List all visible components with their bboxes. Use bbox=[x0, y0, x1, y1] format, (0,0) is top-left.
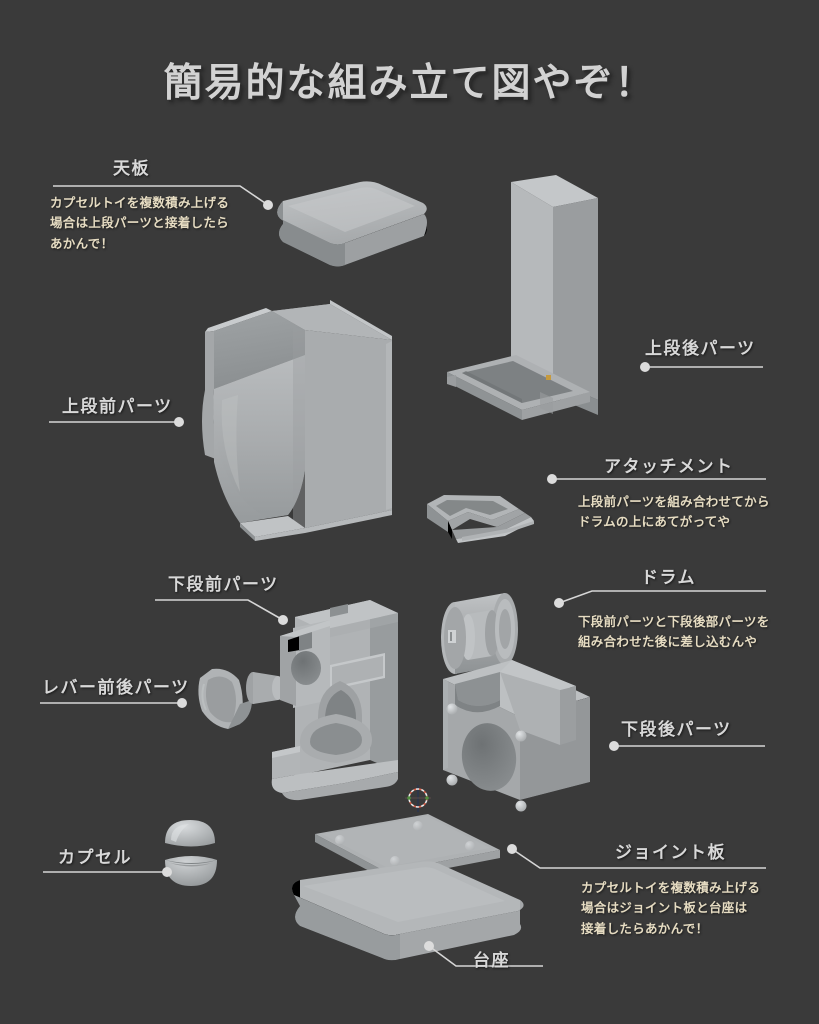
label-joudan-ushiro: 上段後パーツ bbox=[645, 339, 756, 359]
label-attachment: アタッチメント bbox=[604, 457, 734, 477]
model-upper-front-part bbox=[202, 300, 392, 541]
model-attachment-part bbox=[427, 495, 534, 543]
label-kadan-ushiro: 下段後パーツ bbox=[621, 720, 732, 740]
model-drum-part bbox=[441, 593, 518, 674]
note-drum: 下段前パーツと下段後部パーツを 組み合わせた後に差し込むんや bbox=[578, 614, 770, 650]
note-tenban: カプセルトイを複数積み上げる 場合は上段パーツと接着したら あかんで！ bbox=[50, 195, 230, 251]
note-attachment: 上段前パーツを組み合わせてから ドラムの上にあてがってや bbox=[578, 494, 770, 530]
label-lever: レバー前後パーツ bbox=[42, 678, 190, 698]
model-top-plate bbox=[277, 181, 427, 267]
model-lever-parts bbox=[198, 668, 284, 729]
label-tenban: 天板 bbox=[113, 159, 150, 179]
label-kadan-mae: 下段前パーツ bbox=[168, 575, 279, 595]
label-joudan-mae: 上段前パーツ bbox=[62, 397, 173, 417]
model-capsule-parts bbox=[165, 820, 217, 886]
model-joint-plate bbox=[315, 814, 500, 880]
label-capsule: カプセル bbox=[58, 848, 132, 868]
page-title: 簡易的な組み立て図やぞ！ bbox=[163, 61, 656, 106]
label-daiza: 台座 bbox=[473, 951, 510, 971]
model-lower-rear-part bbox=[443, 660, 590, 812]
label-joint-ita: ジョイント板 bbox=[615, 843, 726, 863]
model-lower-front-part bbox=[271, 600, 398, 801]
model-upper-rear-part bbox=[447, 175, 598, 420]
label-drum: ドラム bbox=[641, 568, 696, 588]
viewport-origin-gizmo bbox=[405, 785, 431, 812]
note-joint-ita: カプセルトイを複数積み上げる 場合はジョイント板と台座は 接着したらあかんで！ bbox=[581, 880, 761, 936]
